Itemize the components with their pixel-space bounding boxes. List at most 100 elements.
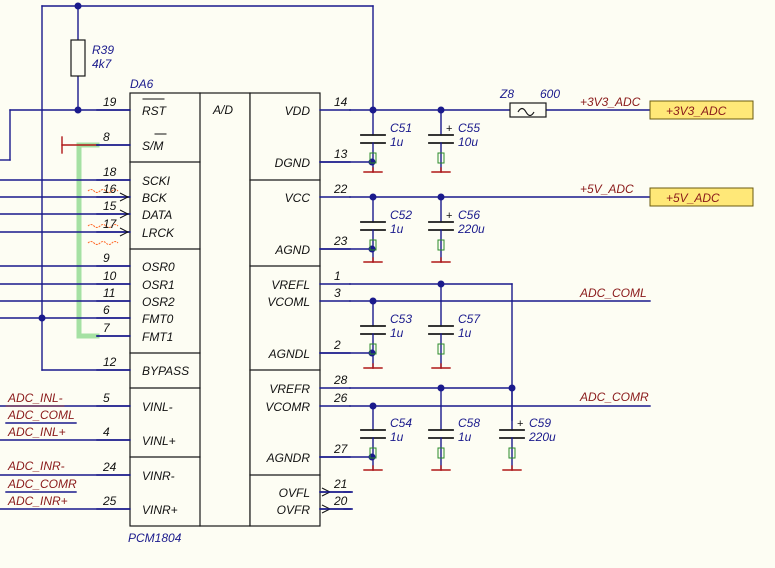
polarity-mark: + (446, 210, 452, 222)
filter-z8[interactable]: Z8 600 (499, 87, 560, 118)
cap-ref: C56 (458, 208, 480, 222)
net-label-inl-plus: ADC_INL+ (7, 425, 66, 439)
pin-name: AGNDL (268, 347, 310, 361)
net-label-comr: ADC_COMR (579, 390, 649, 404)
pin-number: 28 (333, 373, 348, 387)
pin-number: 15 (103, 199, 117, 213)
pin-name: DGND (275, 156, 311, 170)
cap-ref: C57 (458, 312, 481, 326)
pin-name: OSR2 (142, 295, 175, 309)
port-v33-label: +3V3_ADC (666, 104, 727, 118)
pin-name: BYPASS (142, 364, 189, 378)
pin-number: 3 (334, 286, 341, 300)
sm-tie (61, 136, 98, 154)
pin-number: 11 (103, 286, 115, 300)
cap-value: 1u (458, 326, 472, 340)
pin-number: 8 (103, 130, 110, 144)
pin-name: SCKI (142, 174, 171, 188)
chip-pcm1804[interactable]: DA6 PCM1804 A/D 19RST8S/M18SCKI16BCK15DA… (96, 77, 351, 545)
cap-ref: C51 (390, 121, 412, 135)
pin-number: 2 (333, 338, 341, 352)
pin-number: 21 (333, 477, 347, 491)
pin-number: 22 (333, 182, 348, 196)
z8-value: 600 (540, 87, 560, 101)
pin-number: 27 (333, 442, 349, 456)
port-v5-label: +5V_ADC (666, 191, 720, 205)
top-power-loop (0, 2, 374, 371)
pin-arrow (119, 209, 130, 219)
pin-number: 26 (333, 391, 348, 405)
highlight-bus (76, 142, 100, 339)
pin-arrow (119, 227, 130, 237)
pin-name: VINL+ (142, 434, 176, 448)
cap-ref: C53 (390, 312, 412, 326)
polarity-mark: + (446, 123, 452, 135)
pin-number: 20 (333, 494, 348, 508)
pin-number: 5 (103, 391, 110, 405)
port-v5[interactable]: +5V_ADC (649, 187, 754, 207)
chip-pin-left[interactable]: 8S/M (96, 130, 163, 153)
pin-number: 10 (103, 269, 117, 283)
pin-number: 4 (103, 425, 110, 439)
r39-ref: R39 (92, 43, 114, 57)
cap-value: 220u (457, 222, 485, 236)
pin-name: AGND (274, 243, 310, 257)
cap-value: 10u (458, 135, 478, 149)
cap-value: 220u (528, 430, 556, 444)
resistor-r39[interactable]: R39 4k7 (70, 39, 114, 77)
capacitors: C511u+C5510uC521u+C56220uC531uC571uC541u… (360, 109, 556, 471)
junction-dot (74, 2, 82, 10)
cap-ref: C58 (458, 416, 480, 430)
cap-value: 1u (390, 326, 404, 340)
polarity-mark: + (517, 418, 523, 430)
chip-center-label: A/D (212, 103, 233, 117)
pin-name: RST (142, 104, 168, 118)
pin-name: BCK (142, 191, 168, 205)
pin-name: VCOML (267, 295, 310, 309)
pin-name: VINR- (142, 469, 175, 483)
pin-name: DATA (142, 208, 172, 222)
net-label-v33: +3V3_ADC (580, 95, 641, 109)
pin-number: 17 (103, 217, 118, 231)
pin-arrow (119, 192, 130, 202)
pin-name: VINL- (142, 400, 173, 414)
net-label-inl-minus: ADC_INL- (7, 391, 63, 405)
pin-name: S/M (142, 139, 163, 153)
port-v33[interactable]: +3V3_ADC (649, 100, 754, 120)
pin-number: 14 (334, 95, 348, 109)
pin-name: OSR1 (142, 278, 175, 292)
